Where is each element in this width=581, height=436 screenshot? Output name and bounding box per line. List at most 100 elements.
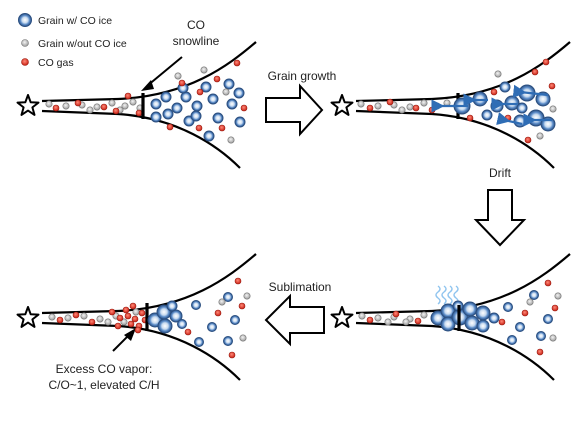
gas-molecule xyxy=(234,277,242,285)
disk-lower-surface xyxy=(355,321,555,381)
ice-grain xyxy=(233,87,245,99)
step-sublimation-label: Sublimation xyxy=(269,280,332,294)
legend-bare-grain-icon xyxy=(21,39,29,47)
bare-grain xyxy=(200,66,208,74)
star-icon xyxy=(16,94,40,116)
grain-growth-arrow-icon xyxy=(265,83,324,137)
ice-grain xyxy=(234,116,246,128)
bare-grain xyxy=(104,318,112,326)
ice-grain xyxy=(171,102,183,114)
bare-grain xyxy=(93,103,101,111)
disk-upper-surface xyxy=(355,41,571,103)
bare-grain xyxy=(239,334,247,342)
gas-molecule xyxy=(466,114,474,122)
bare-grain xyxy=(374,314,382,322)
gas-molecule xyxy=(386,98,394,106)
bare-grain xyxy=(243,292,251,300)
gas-molecule xyxy=(135,109,143,117)
ice-grain xyxy=(162,108,174,120)
bare-grain xyxy=(121,102,129,110)
gas-molecule xyxy=(233,59,241,67)
bare-grain xyxy=(526,298,534,306)
snowline-pointer xyxy=(146,56,183,87)
gas-molecule xyxy=(228,351,236,359)
ice-grain xyxy=(440,316,456,332)
ice-grain xyxy=(507,335,517,345)
ice-grain xyxy=(177,319,187,329)
gas-molecule xyxy=(412,104,420,112)
gas-molecule xyxy=(536,348,544,356)
gas-molecule xyxy=(214,309,222,317)
gas-molecule xyxy=(114,322,122,330)
bare-grain xyxy=(222,88,230,96)
ice-grain xyxy=(191,100,203,112)
gas-molecule xyxy=(56,316,64,324)
excess-pointer-head xyxy=(124,328,136,341)
gas-molecule xyxy=(521,309,529,317)
ice-grain xyxy=(212,112,224,124)
vapor-wave-icon xyxy=(441,285,447,305)
ice-grain xyxy=(223,336,233,346)
panel-sublimation xyxy=(16,253,257,381)
ice-grain xyxy=(462,301,478,317)
gas-molecule xyxy=(122,306,130,314)
gas-molecule xyxy=(544,279,552,287)
bare-grain xyxy=(218,298,226,306)
ice-grain xyxy=(513,114,527,128)
ice-grain xyxy=(207,322,217,332)
disk-lower-surface xyxy=(41,109,241,169)
bare-grain xyxy=(357,100,365,108)
ice-grain xyxy=(499,81,511,93)
star-icon xyxy=(16,306,40,328)
ice-grain xyxy=(150,111,162,123)
bare-grain xyxy=(62,102,70,110)
vapor-wave-icon xyxy=(447,285,453,305)
ice-grain xyxy=(515,322,525,332)
bare-grain xyxy=(120,318,128,326)
drift-arrow-icon xyxy=(473,189,527,247)
gas-molecule xyxy=(129,302,137,310)
bare-grain xyxy=(64,314,72,322)
gas-molecule xyxy=(238,302,246,310)
gas-molecule xyxy=(72,311,80,319)
ice-grain xyxy=(516,102,528,114)
ice-grain xyxy=(490,99,504,113)
ice-grain xyxy=(223,78,235,90)
bare-grain xyxy=(420,99,428,107)
snowline-label-line2: snowline xyxy=(173,34,220,48)
panel-drift xyxy=(330,253,571,381)
ice-grain xyxy=(536,331,546,341)
snowline-label-line1: CO xyxy=(187,18,205,32)
panel-grain-growth xyxy=(330,41,571,169)
bare-grain xyxy=(554,292,562,300)
gas-molecule xyxy=(366,104,374,112)
gas-molecule xyxy=(414,317,422,325)
bare-grain xyxy=(45,100,53,108)
ice-grain xyxy=(180,91,192,103)
ice-grain xyxy=(488,312,500,324)
ice-grain xyxy=(543,314,553,324)
gas-molecule xyxy=(542,58,550,66)
step-grain-growth-label: Grain growth xyxy=(268,69,337,83)
gas-molecule xyxy=(74,99,82,107)
bare-grain xyxy=(174,72,182,80)
gas-molecule xyxy=(524,136,532,144)
bare-grain xyxy=(108,99,116,107)
legend: Grain w/ CO ice Grain w/out CO ice CO ga… xyxy=(18,13,127,69)
bare-grain xyxy=(48,313,56,321)
gas-molecule xyxy=(531,68,539,76)
step-drift-label: Drift xyxy=(489,166,512,180)
bare-grain xyxy=(132,308,140,316)
ice-grain xyxy=(223,292,233,302)
ice-grain xyxy=(169,309,183,323)
ice-grain xyxy=(207,93,219,105)
gas-molecule xyxy=(240,104,248,112)
bare-grain xyxy=(384,318,392,326)
gas-molecule xyxy=(100,103,108,111)
gas-molecule xyxy=(52,104,60,112)
gas-molecule xyxy=(551,304,559,312)
snowline-pointer-head xyxy=(141,80,154,91)
legend-gas-label: CO gas xyxy=(38,57,74,69)
legend-ice-label: Grain w/ CO ice xyxy=(38,15,112,27)
